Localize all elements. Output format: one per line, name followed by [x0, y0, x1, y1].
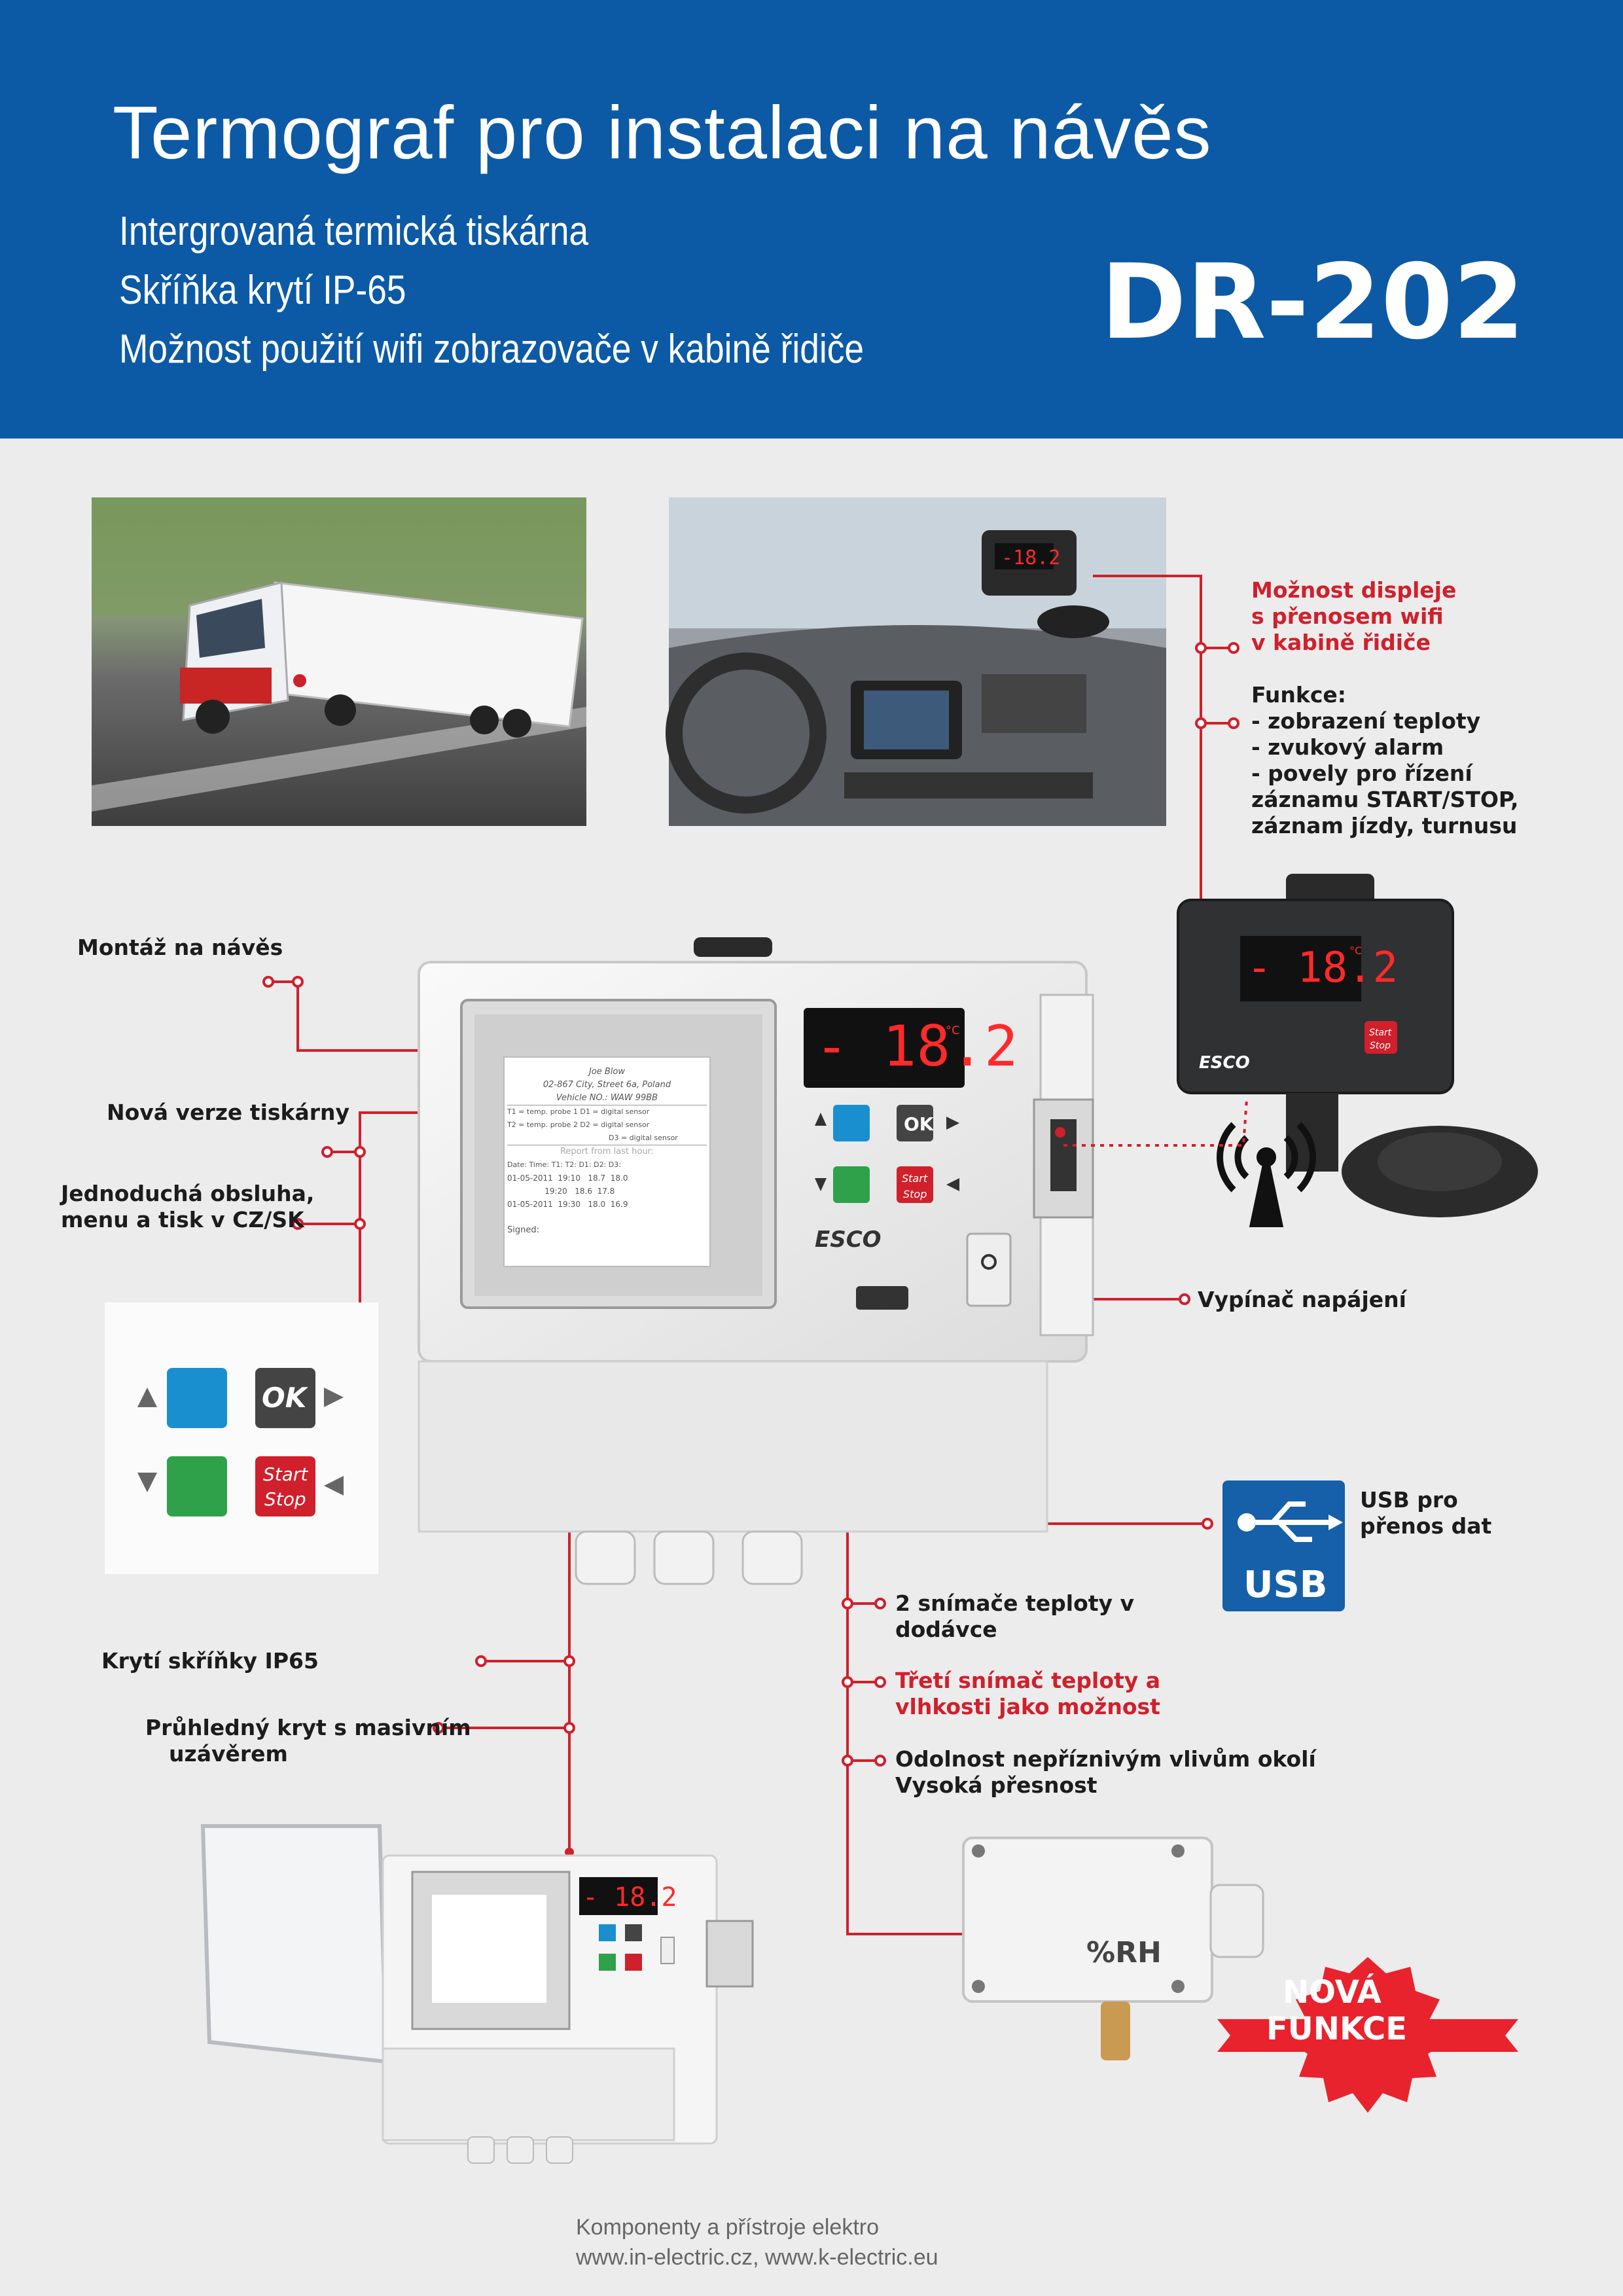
- wifi-remote-display: - 18.2 °C ESCO Start Stop: [1177, 874, 1538, 1217]
- svg-text:°C: °C: [1349, 944, 1362, 957]
- svg-text:-18.2: -18.2: [1001, 547, 1060, 569]
- svg-text:Start: Start: [1369, 1028, 1392, 1038]
- svg-text:Stop: Stop: [1370, 1041, 1391, 1051]
- new-feature-badge: NOVÁ FUNKCE: [1217, 1957, 1518, 2113]
- footer-links[interactable]: www.in-electric.cz, www.k-electric.eu: [576, 2245, 938, 2270]
- callout-sensors: 2 snímače teploty v dodávce: [895, 1590, 1135, 1642]
- badge-line-2: FUNKCE: [1266, 2011, 1407, 2047]
- model-name: DR-202: [1100, 242, 1525, 363]
- callout-usb: USB pro přenos dat: [1360, 1487, 1492, 1539]
- callout-printer: Nová verze tiskárny: [107, 1100, 350, 1125]
- brand-logo: ESCO: [815, 1227, 882, 1253]
- callout-power-switch: Vypínač napájení: [1198, 1287, 1406, 1312]
- badge-line-1: NOVÁ: [1283, 1973, 1382, 2011]
- footer: Komponenty a přístroje elektro www.in-el…: [576, 2212, 938, 2272]
- cab-interior-photo: -18.2: [666, 497, 1166, 826]
- main-thermograph-device: - 18.2 °C OK Start Stop ESCO: [418, 937, 1094, 1585]
- feature-1: Intergrovaná termická tiskárna: [119, 209, 589, 254]
- callout-functions: Funkce: - zobrazení teploty - zvukový al…: [1251, 682, 1519, 838]
- remote-brand-logo: ESCO: [1199, 1053, 1250, 1073]
- closeup-print-key[interactable]: [167, 1456, 227, 1516]
- closeup-menu-key[interactable]: [167, 1368, 227, 1428]
- leader-dots: [262, 642, 1240, 1767]
- callout-wifi-display: Možnost displeje s přenosem wifi v kabin…: [1251, 577, 1457, 655]
- feature-2: Skříňka krytí IP-65: [119, 268, 406, 313]
- callout-cover: Průhledný kryt s masivním uzávěrem: [145, 1715, 471, 1767]
- callout-third-sensor: Třetí snímač teploty a vlhkosti jako mož…: [895, 1668, 1161, 1719]
- svg-text:OK: OK: [262, 1382, 309, 1414]
- print-key[interactable]: [833, 1166, 870, 1203]
- remote-start-stop-key[interactable]: [1364, 1021, 1397, 1054]
- callout-resistance: Odolnost nepříznivým vlivům okolí Vysoká…: [895, 1746, 1316, 1798]
- svg-text:Stop: Stop: [264, 1488, 306, 1510]
- footer-company: Komponenty a přístroje elektro: [576, 2215, 880, 2240]
- svg-text:Start: Start: [902, 1172, 928, 1185]
- svg-text:USB: USB: [1243, 1564, 1328, 1606]
- open-lid-device: - 18.2: [200, 1824, 754, 2164]
- truck-photo: [92, 497, 586, 826]
- start-stop-key[interactable]: [897, 1166, 933, 1203]
- remote-display-temp: - 18.2: [1247, 944, 1398, 992]
- svg-text:Stop: Stop: [903, 1188, 927, 1200]
- keypad-closeup: OK Start Stop: [105, 1302, 378, 1574]
- callout-mount: Montáž na návěs: [77, 935, 283, 960]
- closeup-start-stop-key[interactable]: [255, 1456, 315, 1516]
- closeup-ok-key[interactable]: [255, 1368, 315, 1428]
- menu-key[interactable]: [833, 1105, 870, 1141]
- svg-text:Start: Start: [263, 1463, 308, 1485]
- printer-receipt: Joe Blow 02-867 City, Street 6a, Poland …: [507, 1066, 707, 1237]
- usb-port[interactable]: [856, 1286, 908, 1310]
- callout-ip65: Krytí skříňky IP65: [101, 1648, 319, 1674]
- svg-text:- 18.2: - 18.2: [582, 1882, 677, 1912]
- page-title: Termograf pro instalaci na návěs: [113, 92, 1212, 175]
- main-display-temp: - 18.2: [815, 1014, 1018, 1079]
- ok-key[interactable]: [897, 1105, 933, 1141]
- callout-ease-of-use: Jednoduchá obsluha, menu a tisk v CZ/SK: [61, 1181, 315, 1232]
- rh-label: %RH: [1086, 1936, 1162, 1969]
- rh-sensor: %RH: [962, 1837, 1264, 2060]
- header-banner: Termograf pro instalaci na návěs Intergr…: [0, 0, 1623, 439]
- feature-3: Možnost použití wifi zobrazovače v kabin…: [119, 327, 865, 372]
- usb-icon: USB: [1222, 1480, 1345, 1611]
- ok-key-label: OK: [904, 1113, 935, 1135]
- main-display-unit: °C: [946, 1024, 960, 1037]
